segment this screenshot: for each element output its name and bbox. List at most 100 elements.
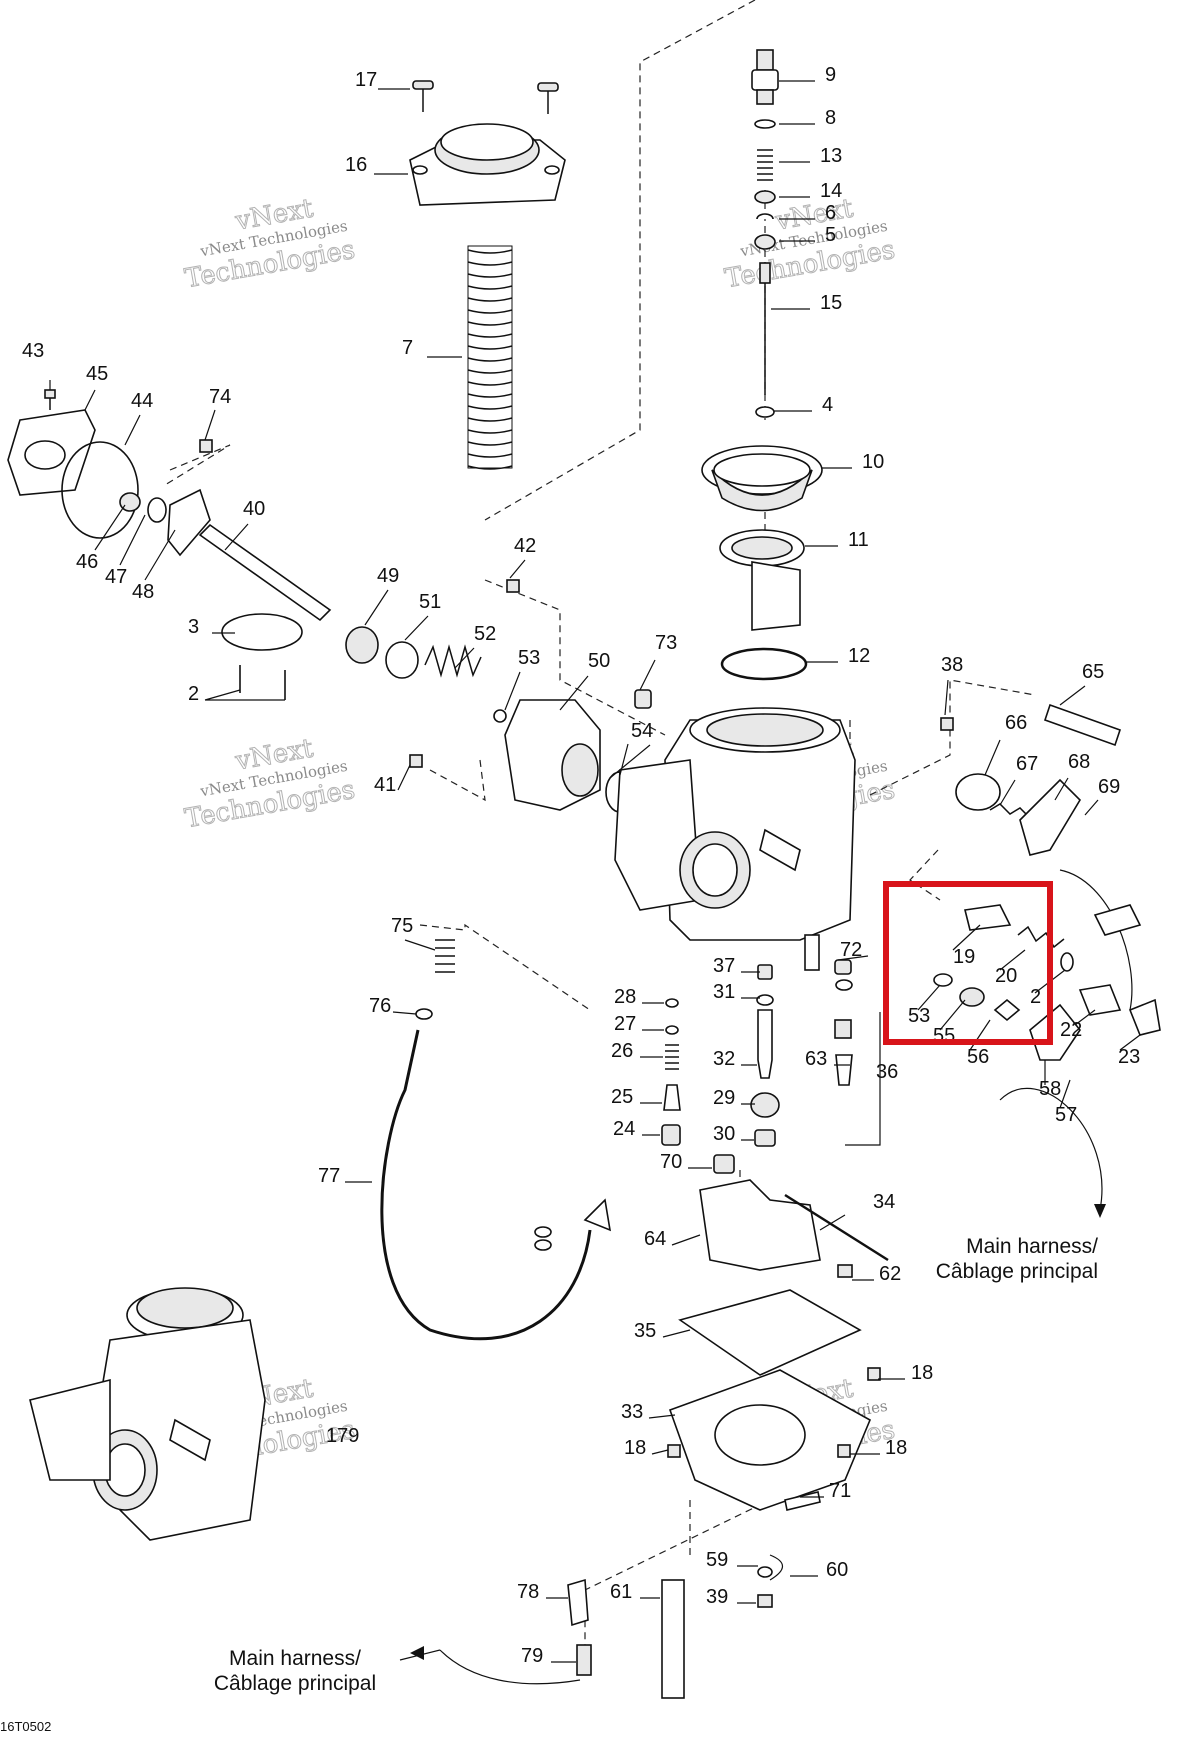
part-label-43: 43 xyxy=(22,340,44,362)
gasket-44 xyxy=(61,441,139,539)
part-label-70: 70 xyxy=(660,1151,682,1173)
note-harness-bottom-line-2: Câblage principal xyxy=(214,1672,376,1695)
part-label-62: 62 xyxy=(879,1263,901,1285)
part-label-59: 59 xyxy=(706,1549,728,1571)
part-label-19: 19 xyxy=(953,946,975,968)
part-label-14: 14 xyxy=(820,180,842,202)
part-label-66: 66 xyxy=(1005,712,1027,734)
part-label-18a: 18 xyxy=(911,1362,933,1384)
part-label-39: 39 xyxy=(706,1586,728,1608)
part-label-58: 58 xyxy=(1039,1078,1061,1100)
note-harness-bottom-line-1: Main harness/ xyxy=(229,1647,361,1670)
part-label-54: 54 xyxy=(631,720,653,742)
plate-66 xyxy=(955,773,1001,811)
part-label-69: 69 xyxy=(1098,776,1120,798)
part-label-28: 28 xyxy=(614,986,636,1008)
part-label-63: 63 xyxy=(805,1048,827,1070)
part-label-79: 79 xyxy=(521,1645,543,1667)
slide-11 xyxy=(719,529,805,631)
part-label-32: 32 xyxy=(713,1048,735,1070)
part-label-53a: 53 xyxy=(518,647,540,669)
part-label-78: 78 xyxy=(517,1581,539,1603)
part-label-75: 75 xyxy=(391,915,413,937)
part-label-50: 50 xyxy=(588,650,610,672)
float-bowl-33 xyxy=(668,1369,872,1511)
tube-65 xyxy=(1043,703,1122,747)
part-label-9: 9 xyxy=(825,64,836,86)
part-label-47: 47 xyxy=(105,566,127,588)
plate-3 xyxy=(221,613,303,651)
part-label-8: 8 xyxy=(825,107,836,129)
part-label-68: 68 xyxy=(1068,751,1090,773)
part-label-7: 7 xyxy=(402,337,413,359)
part-label-53b: 53 xyxy=(908,1005,930,1027)
part-label-6: 6 xyxy=(825,202,836,224)
part-label-36: 36 xyxy=(876,1061,898,1083)
part-label-60: 60 xyxy=(826,1559,848,1581)
float-64 xyxy=(699,1179,821,1271)
part-label-4: 4 xyxy=(822,394,833,416)
parts-left xyxy=(7,389,635,813)
part-label-29: 29 xyxy=(713,1087,735,1109)
oring-12 xyxy=(720,647,808,681)
part-label-38: 38 xyxy=(941,654,963,676)
part-label-179: 179 xyxy=(326,1425,359,1447)
boot-23 xyxy=(1128,998,1161,1036)
spring-7 xyxy=(467,249,513,470)
part-label-10: 10 xyxy=(862,451,884,473)
part-label-56: 56 xyxy=(967,1046,989,1068)
part-label-2b: 2 xyxy=(1030,986,1041,1008)
part-label-3: 3 xyxy=(188,616,199,638)
cover-16 xyxy=(409,123,566,206)
gasket-35 xyxy=(678,1289,862,1376)
part-label-42: 42 xyxy=(514,535,536,557)
part-label-51: 51 xyxy=(419,591,441,613)
part-label-41: 41 xyxy=(374,774,396,796)
parts-upper xyxy=(409,49,823,681)
parts-lower xyxy=(380,934,889,1699)
part-label-2a: 2 xyxy=(188,683,199,705)
part-label-16: 16 xyxy=(345,154,367,176)
carburetor-body xyxy=(614,689,1122,941)
part-label-17: 17 xyxy=(355,69,377,91)
part-label-46: 46 xyxy=(76,551,98,573)
part-label-26: 26 xyxy=(611,1040,633,1062)
part-label-64: 64 xyxy=(644,1228,666,1250)
bracket-48 xyxy=(167,488,211,557)
part-label-61: 61 xyxy=(610,1581,632,1603)
clip-78 xyxy=(567,1578,589,1627)
tps-group xyxy=(933,869,1161,1061)
part-label-30: 30 xyxy=(713,1123,735,1145)
part-label-18b: 18 xyxy=(624,1437,646,1459)
part-label-48: 48 xyxy=(132,581,154,603)
part-label-27: 27 xyxy=(614,1013,636,1035)
cover-68 xyxy=(1019,778,1082,856)
screw-17-right xyxy=(537,82,559,114)
spring-52 xyxy=(424,644,482,678)
part-label-13: 13 xyxy=(820,145,842,167)
leader-lines xyxy=(49,80,1141,1685)
part-label-22: 22 xyxy=(1060,1019,1082,1041)
diaphragm-10 xyxy=(701,445,823,512)
inset-carburetor xyxy=(29,1287,266,1541)
part-label-49: 49 xyxy=(377,565,399,587)
part-label-67: 67 xyxy=(1016,753,1038,775)
connector-22 xyxy=(1078,984,1122,1016)
part-label-33: 33 xyxy=(621,1401,643,1423)
part-label-23: 23 xyxy=(1118,1046,1140,1068)
part-label-44: 44 xyxy=(131,390,153,412)
part-label-34: 34 xyxy=(873,1191,895,1213)
part-label-18c: 18 xyxy=(885,1437,907,1459)
screw-17-left xyxy=(412,80,434,112)
highlight-box xyxy=(883,881,1053,1045)
part-label-12: 12 xyxy=(848,645,870,667)
part-label-15: 15 xyxy=(820,292,842,314)
shaft-40 xyxy=(198,523,332,622)
needle-stack xyxy=(751,49,779,418)
note-harness-right-line-1: Main harness/ xyxy=(966,1235,1098,1258)
